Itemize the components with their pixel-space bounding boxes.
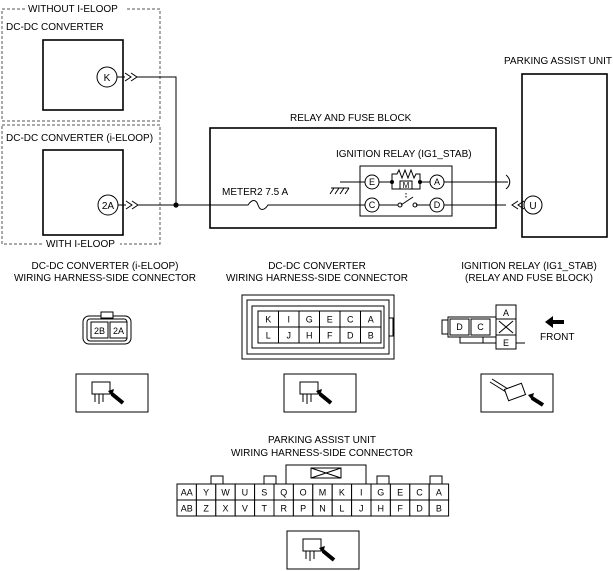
parking-connector-pin-label: V (242, 504, 248, 514)
parking-view-icon (286, 530, 360, 570)
ignition-relay-box (359, 165, 453, 217)
dcdc-converter-box (42, 39, 124, 111)
svg-text:2B: 2B (94, 326, 105, 336)
svg-text:E: E (503, 338, 509, 348)
dcdc-connector-pin-label: H (306, 331, 313, 341)
relay-pin-d: D (434, 200, 441, 210)
svg-text:A: A (503, 308, 509, 318)
dcdc-connector-title1: DC-DC CONVERTER (268, 261, 366, 272)
parking-connector-pin-label: F (397, 504, 403, 514)
dcdc-connector-pin-label: I (287, 315, 290, 325)
parking-connector-pin-label: B (436, 504, 442, 514)
parking-connector-pin-label: Y (203, 488, 209, 498)
parking-connector-pin-label: H (377, 504, 384, 514)
parking-connector-pin-label: AA (181, 488, 193, 498)
parking-connector-pin-label: S (261, 488, 267, 498)
relay-connector-title2: (RELAY AND FUSE BLOCK) (465, 273, 593, 284)
parking-connector-pin-label: Q (280, 488, 287, 498)
parking-assist-label: PARKING ASSIST UNIT (504, 56, 612, 67)
with-ieloop-label: WITH I-ELOOP (46, 239, 115, 250)
relay-connector: D C A E (441, 304, 564, 350)
parking-connector-pin-label: I (360, 488, 363, 498)
parking-connector-pin-label: Z (203, 504, 209, 514)
terminal-2a: 2A (102, 201, 115, 212)
parking-connector-pin-label: AB (181, 504, 193, 514)
relay-pin-c: C (369, 200, 376, 210)
parking-connector-pin-label: D (416, 504, 423, 514)
parking-connector-pin-label: P (300, 504, 306, 514)
dcdc-connector-pin-label: B (368, 331, 374, 341)
dcdc-connector-pin-label: F (327, 331, 333, 341)
svg-text:M: M (403, 181, 410, 190)
dcdc-connector-pin-label: E (327, 315, 333, 325)
parking-connector-pin-label: T (262, 504, 268, 514)
relay-connector-title1: IGNITION RELAY (IG1_STAB) (461, 261, 597, 272)
parking-connector-pin-label: X (222, 504, 228, 514)
dcdc-ieloop-label: DC-DC CONVERTER (i-ELOOP) (6, 133, 153, 144)
fuse-symbol (238, 200, 372, 210)
parking-connector-pin-label: C (416, 488, 423, 498)
dcdc-connector-cell (360, 326, 382, 344)
without-ieloop-label: WITHOUT I-ELOOP (28, 4, 118, 15)
ieloop-connector-title2: WIRING HARNESS-SIDE CONNECTOR (14, 273, 196, 284)
dcdc-connector-pin-label: C (347, 315, 354, 325)
parking-connector-pin-label: E (397, 488, 403, 498)
parking-connector-pin-label: O (300, 488, 307, 498)
parking-connector-cell (428, 499, 450, 517)
parking-connector-pin-label: R (280, 504, 287, 514)
parking-connector-pin-label: W (221, 488, 230, 498)
dcdc-converter-label: DC-DC CONVERTER (6, 22, 104, 33)
relay-fuse-block-box (209, 127, 497, 229)
relay-view-icon (480, 373, 554, 413)
ignition-relay-label: IGNITION RELAY (IG1_STAB) (336, 149, 472, 160)
parking-connector-pin-label: A (436, 488, 442, 498)
parking-connector-pin-label: K (339, 488, 345, 498)
parking-connector-pin-label: L (339, 504, 344, 514)
parking-assist-box (521, 73, 608, 238)
ieloop-connector: 2B 2A (82, 311, 132, 345)
parking-connector-pin-label: N (319, 504, 326, 514)
dcdc-connector-pin-label: D (347, 331, 354, 341)
dcdc-connector-pin-label: J (287, 331, 292, 341)
dcdc-ieloop-box (42, 149, 124, 236)
dcdc-view-icon (283, 373, 357, 413)
relay-pin-e: E (369, 177, 375, 187)
parking-connector-title2: WIRING HARNESS-SIDE CONNECTOR (231, 448, 413, 459)
parking-connector-pin-label: M (319, 488, 327, 498)
svg-text:C: C (477, 322, 484, 332)
parking-connector: AA Y W U S Q O M K I G E C A AB Z X V T R P N L J H F D B (176, 464, 450, 517)
front-label: FRONT (540, 332, 574, 343)
ieloop-view-icon (75, 373, 149, 413)
parking-connector-pin-label: G (377, 488, 384, 498)
dcdc-connector-pin-label: G (306, 315, 313, 325)
dcdc-connector-pin-label: L (266, 331, 271, 341)
relay-fuse-block-label: RELAY AND FUSE BLOCK (290, 113, 412, 124)
parking-connector-title1: PARKING ASSIST UNIT (268, 435, 376, 446)
parking-connector-pin-label: U (242, 488, 249, 498)
terminal-k: K (104, 73, 111, 84)
parking-connector-pin-label: J (359, 504, 364, 514)
relay-pin-a: A (434, 177, 440, 187)
ieloop-connector-title1: DC-DC CONVERTER (i-ELOOP) (31, 261, 178, 272)
dcdc-connector-pin-label: A (368, 315, 374, 325)
svg-text:D: D (456, 322, 463, 332)
svg-text:2A: 2A (113, 326, 124, 336)
dcdc-connector: K I G E C A L J H F D B (241, 294, 395, 360)
dcdc-connector-title2: WIRING HARNESS-SIDE CONNECTOR (226, 273, 408, 284)
dcdc-connector-pin-label: K (265, 315, 271, 325)
terminal-u: U (529, 201, 536, 212)
fuse-label: METER2 7.5 A (222, 187, 288, 198)
